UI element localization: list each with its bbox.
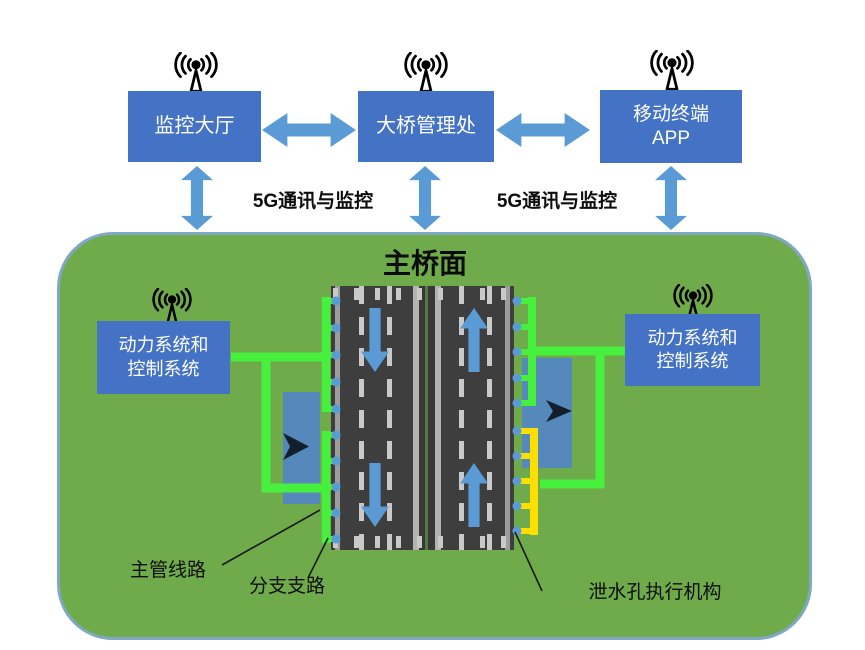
median-line bbox=[413, 286, 419, 550]
double-arrow-vertical bbox=[655, 166, 687, 230]
antenna-icon bbox=[174, 52, 218, 93]
panel-title: 主桥面 bbox=[382, 248, 467, 279]
node-monitor-hall: 监控大厅 bbox=[128, 91, 261, 162]
system-label-line2: 控制系统 bbox=[656, 351, 729, 371]
system-label-line2: 控制系统 bbox=[127, 358, 200, 379]
double-arrow-horizontal bbox=[496, 113, 590, 147]
double-arrow-vertical bbox=[409, 166, 441, 230]
system-label-line1: 动力系统和 bbox=[118, 335, 209, 356]
equipment-block-right bbox=[522, 358, 572, 468]
road-tick-row-bottom bbox=[333, 536, 512, 548]
link-label-5g-right: 5G通讯与监控 bbox=[496, 191, 618, 212]
node-mobile-app-label-line2: APP bbox=[651, 127, 691, 149]
lane-divider bbox=[387, 286, 392, 550]
node-monitor-hall-label: 监控大厅 bbox=[154, 115, 235, 137]
lane-divider bbox=[359, 286, 364, 550]
annotation-main-pipe: 主管线路 bbox=[129, 560, 206, 581]
node-bridge-admin: 大桥管理处 bbox=[358, 91, 494, 162]
double-arrow-vertical bbox=[181, 166, 213, 230]
double-arrow-horizontal bbox=[262, 113, 356, 147]
annotation-branch-pipe: 分支支路 bbox=[248, 576, 325, 597]
antenna-icon bbox=[152, 288, 192, 325]
node-mobile-app: 移动终端 APP bbox=[600, 90, 742, 163]
traffic-arrow-up bbox=[460, 308, 488, 372]
system-label-line1: 动力系统和 bbox=[647, 327, 738, 348]
power-control-system-right: 动力系统和 控制系统 bbox=[625, 314, 760, 386]
antenna-icon bbox=[650, 50, 694, 91]
road-edge-line-left bbox=[335, 286, 340, 550]
equipment-block-left bbox=[283, 392, 320, 504]
node-bridge-admin-label: 大桥管理处 bbox=[376, 115, 476, 137]
road bbox=[331, 286, 514, 550]
traffic-arrow-down bbox=[361, 308, 389, 372]
annotation-drain-actuator: 泄水孔执行机构 bbox=[588, 582, 722, 603]
antenna-icon bbox=[404, 52, 448, 93]
traffic-arrow-up bbox=[460, 463, 488, 527]
median-line bbox=[435, 286, 441, 550]
node-mobile-app-label-line1: 移动终端 bbox=[632, 103, 709, 125]
power-control-system-left: 动力系统和 控制系统 bbox=[97, 321, 230, 394]
road-edge-line-right bbox=[505, 286, 510, 550]
lane-divider bbox=[459, 286, 464, 550]
link-label-5g-left: 5G通讯与监控 bbox=[252, 191, 374, 212]
road-tick-row-top bbox=[333, 288, 512, 300]
traffic-arrow-down bbox=[361, 463, 389, 527]
lane-divider bbox=[487, 286, 492, 550]
median-green-strip bbox=[425, 286, 428, 550]
